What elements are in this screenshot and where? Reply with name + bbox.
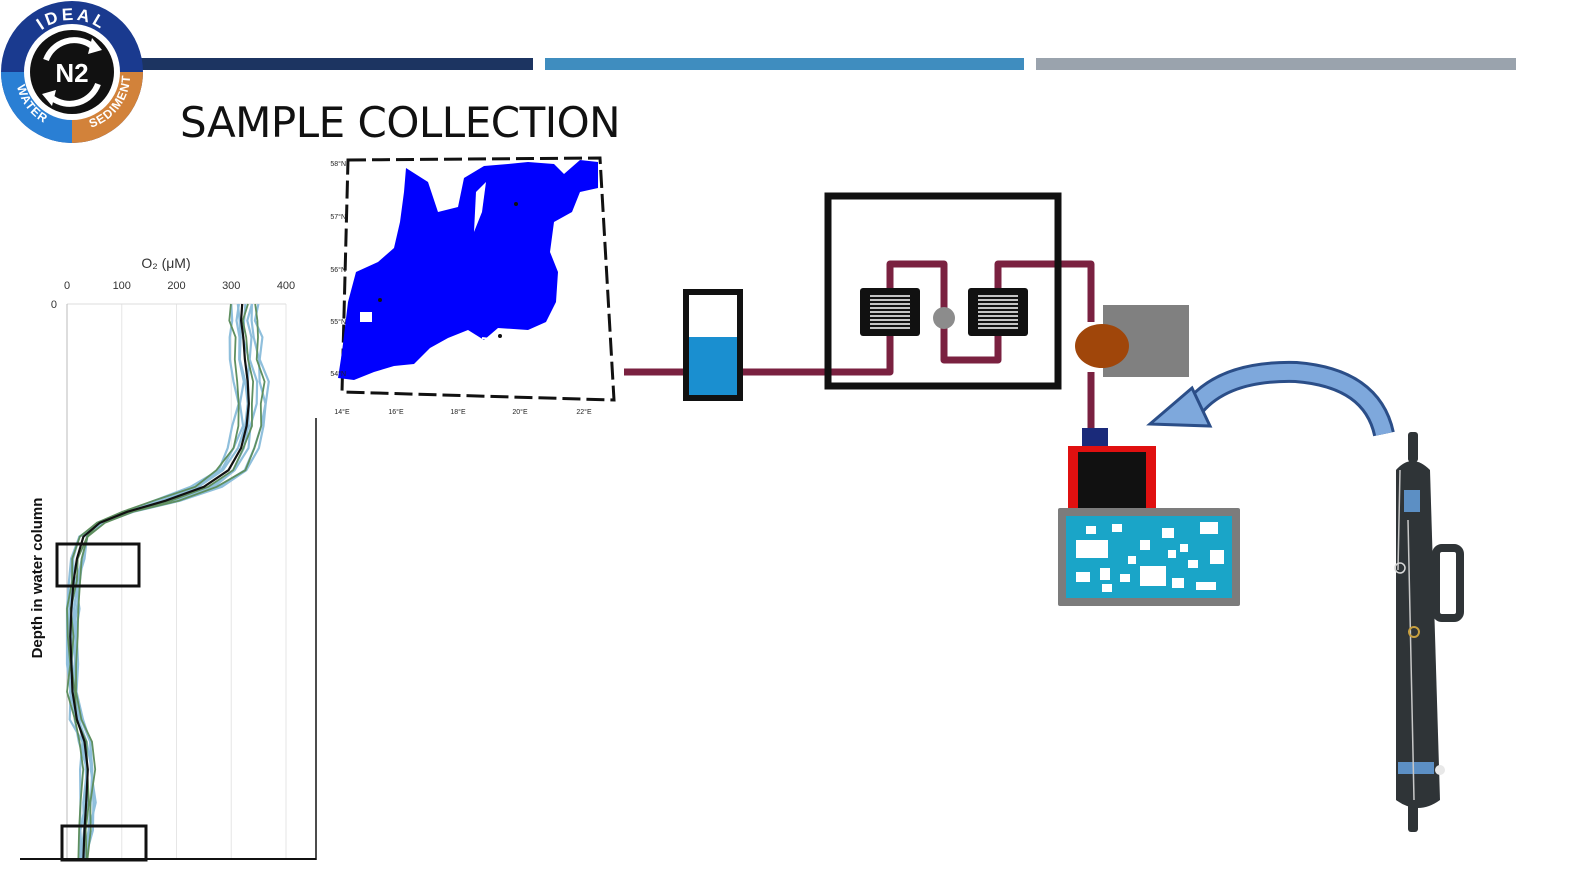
cycle-arrow-icon: [50, 82, 101, 107]
profile-line-blue: [72, 303, 270, 859]
map-longitude-label: 20°E: [512, 408, 528, 416]
screen-data-block: [1162, 528, 1174, 538]
map-longitude-label: 16°E: [388, 408, 404, 416]
logo-center-text: N2: [55, 58, 88, 88]
membrane-inlet-left: [860, 288, 920, 336]
longitude-labels: 14°E 16°E 18°E 20°E 22°E: [334, 408, 592, 416]
mass-spectrometer-core: [1078, 452, 1146, 508]
profile-line-green: [75, 303, 266, 859]
computer-monitor: [1058, 508, 1240, 606]
screen-data-block: [1140, 566, 1166, 586]
cycle-arrow-icon: [43, 37, 94, 62]
map-latitude-label: 54°N: [330, 370, 346, 378]
screen-data-block: [1140, 540, 1150, 550]
x-axis-label: O₂ (μM): [141, 255, 190, 271]
profile-lines: [65, 303, 270, 859]
sample-vial: [683, 289, 743, 401]
map-latitude-label: 57°N: [330, 213, 346, 221]
curonian-spit: [481, 327, 551, 341]
transfer-arrow-body: [1185, 363, 1392, 436]
cycle-arrowhead-icon: [88, 38, 102, 54]
map-latitude-label: 55°N: [330, 318, 346, 326]
mass-spectrometer-housing: [1068, 446, 1156, 508]
profile-line-blue: [68, 303, 251, 859]
screen-data-block: [1188, 560, 1198, 568]
valve-icon: [933, 307, 955, 329]
header-bar-navy: [140, 58, 533, 70]
cycle-arrowhead-icon: [42, 90, 56, 106]
station-marker: [498, 334, 502, 338]
instrument-enclosure: [824, 192, 1062, 390]
sample-tubing: [624, 260, 1095, 432]
bornholm-island: [360, 312, 372, 322]
baltic-map: 58°N 57°N 56°N 55°N 54°N 14°E 16°E 18°E 20°E 22°…: [330, 156, 616, 416]
profile-line-blue: [70, 303, 259, 859]
detector-connector: [1082, 428, 1108, 450]
header-bar-gray: [1036, 58, 1516, 70]
screen-data-block: [1112, 524, 1122, 532]
x-tick-labels: 0 100 200 300 400: [64, 280, 295, 292]
peristaltic-pump: [1075, 324, 1129, 368]
y-axis-label: Depth in water column: [29, 498, 46, 659]
screen-data-block: [1120, 574, 1130, 582]
monitor-screen: [1066, 516, 1232, 598]
screen-data-block: [1200, 522, 1218, 534]
screen-data-block: [1100, 568, 1110, 580]
chart-grid: [66, 303, 287, 858]
screen-data-block: [1172, 578, 1184, 588]
niskin-water-sampler: [1394, 432, 1464, 832]
screen-data-block: [1076, 540, 1108, 558]
profile-line-blue: [68, 303, 249, 859]
pump-housing: [1103, 305, 1189, 377]
map-longitude-label: 14°E: [334, 408, 350, 416]
screen-data-block: [1210, 550, 1224, 564]
gotland-island: [474, 182, 486, 232]
x-tick-label: 400: [277, 280, 295, 292]
ideal-logo: N2 IDEAL WATER SEDIMENT: [1, 1, 143, 143]
map-longitude-label: 22°E: [576, 408, 592, 416]
transfer-arrow-head-icon: [1146, 385, 1213, 428]
map-latitude-label: 56°N: [330, 266, 346, 274]
y-tick-label: 0: [51, 299, 57, 311]
latitude-labels: 58°N 57°N 56°N 55°N 54°N: [330, 160, 346, 378]
x-tick-label: 200: [167, 280, 185, 292]
x-tick-label: 300: [222, 280, 240, 292]
station-marker: [514, 202, 518, 206]
map-latitude-label: 58°N: [330, 160, 346, 168]
baltic-sea-water: [338, 160, 598, 380]
screen-data-block: [1196, 582, 1216, 590]
sample-depth-box-bottom: [60, 824, 148, 862]
x-tick-label: 100: [113, 280, 131, 292]
oxygen-profile-chart: 0 100 200 300 400 O₂ (μM) 0 Depth in water c…: [20, 255, 317, 862]
station-marker: [378, 298, 382, 302]
mean-profile-line: [69, 303, 250, 859]
screen-data-block: [1128, 556, 1136, 564]
vial-liquid: [689, 337, 737, 395]
screen-data-block: [1102, 584, 1112, 592]
membrane-inlet-right: [968, 288, 1028, 336]
screen-data-block: [1076, 572, 1090, 582]
screen-data-block: [1086, 526, 1096, 534]
x-tick-label: 0: [64, 280, 70, 292]
screen-data-block: [1180, 544, 1188, 552]
transfer-arrow-outline: [1183, 360, 1395, 437]
header-bar-blue: [545, 58, 1024, 70]
profile-line-green: [66, 303, 240, 859]
map-longitude-label: 18°E: [450, 408, 466, 416]
screen-data-blocks: [1076, 522, 1224, 592]
profile-line-green: [69, 303, 255, 859]
slide-title: SAMPLE COLLECTION: [180, 98, 621, 147]
sample-depth-box-mid: [55, 542, 141, 588]
screen-data-block: [1168, 550, 1176, 558]
